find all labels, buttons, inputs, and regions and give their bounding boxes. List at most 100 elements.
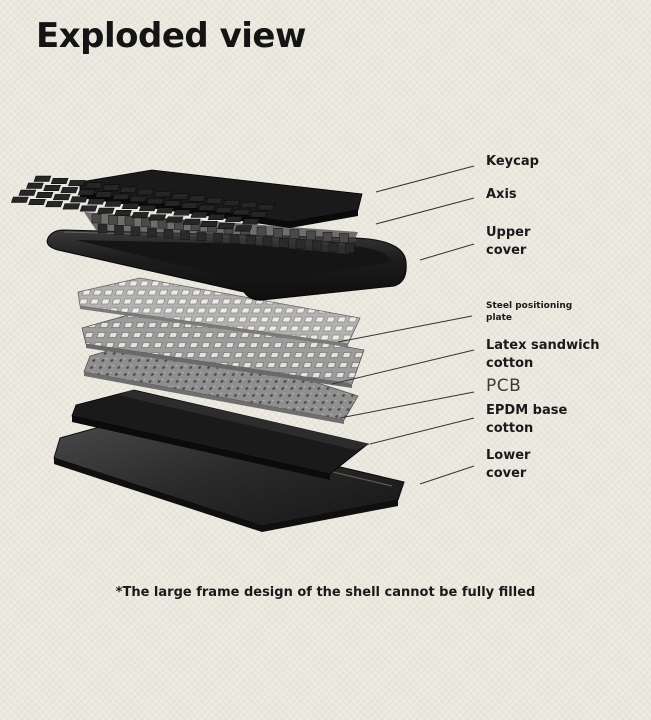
keycap (165, 216, 184, 223)
switch (213, 232, 223, 243)
steel-plate-part (77, 277, 361, 347)
keycap (87, 198, 105, 205)
switch (262, 236, 273, 247)
keycap (198, 204, 216, 211)
switch (130, 226, 141, 236)
keycap (200, 220, 218, 227)
switch (147, 227, 157, 238)
keycap (180, 202, 199, 209)
keycap (50, 177, 69, 184)
keycap (234, 225, 253, 232)
label-steel-plate: Steel positioning plate (486, 301, 573, 323)
keycap (224, 216, 243, 223)
label-upper-cover: Upper cover (486, 225, 531, 258)
keycap (182, 218, 201, 225)
footnote: *The large frame design of the shell can… (115, 585, 536, 600)
label-keycap: Keycap (486, 154, 539, 169)
leader-lines (331, 165, 475, 485)
switch (256, 226, 267, 237)
keycap (257, 204, 275, 211)
keycap (205, 197, 224, 204)
leader-latex (331, 349, 475, 385)
switch (312, 240, 322, 251)
keycap (173, 209, 191, 216)
keycap (35, 191, 54, 198)
switch (91, 213, 102, 224)
switch (229, 234, 240, 244)
keycap (232, 209, 251, 216)
keycap (131, 212, 150, 219)
switch (97, 223, 108, 234)
keycap (112, 193, 130, 200)
label-epdm-cotton: EPDM base cotton (486, 403, 568, 436)
keycap (129, 195, 147, 202)
leader-axis (375, 197, 475, 225)
switch (196, 231, 207, 242)
switch (345, 243, 355, 253)
switch (157, 218, 168, 229)
leader-lower-cover (419, 465, 475, 485)
keycap (60, 187, 79, 194)
keycap (52, 194, 71, 201)
switch (180, 230, 190, 240)
keycap (153, 191, 172, 198)
keycap (242, 218, 260, 225)
keycap (156, 207, 174, 214)
keycap (119, 186, 138, 193)
switch (114, 225, 124, 235)
keycap (171, 193, 189, 200)
epdm-cotton-part (71, 389, 370, 480)
switch (306, 230, 316, 241)
keycap (239, 202, 258, 209)
page-title: Exploded view (36, 16, 306, 56)
keycap (96, 207, 115, 214)
keycap (43, 184, 61, 191)
switch (322, 231, 333, 242)
keycap (33, 175, 52, 182)
keycap (138, 205, 157, 212)
switch (328, 241, 339, 252)
leader-pcb (339, 391, 475, 419)
keycap (146, 198, 165, 205)
switch (279, 238, 289, 248)
switch (295, 239, 306, 249)
keycap (190, 211, 209, 218)
keycap (70, 196, 88, 203)
keycap (45, 201, 64, 208)
keycap (215, 206, 233, 213)
keycap (104, 200, 123, 207)
switches-part (84, 212, 358, 254)
switch (108, 215, 118, 225)
keycap (207, 213, 226, 220)
switch (246, 235, 256, 245)
keycap (163, 200, 182, 207)
keycap (10, 196, 29, 203)
label-latex-cotton: Latex sandwich cotton (486, 338, 600, 371)
keycap (249, 211, 268, 218)
keycap (26, 182, 44, 189)
keycap (148, 214, 167, 221)
keycap (121, 202, 140, 209)
keycap (102, 184, 121, 191)
label-axis: Axis (486, 187, 517, 202)
keycap (136, 188, 155, 195)
leader-epdm (369, 417, 475, 445)
leader-keycap (375, 165, 475, 193)
switch (163, 228, 174, 239)
label-lower-cover: Lower cover (486, 448, 531, 481)
keycap (28, 198, 46, 205)
switch (124, 216, 135, 226)
keycap (188, 195, 207, 202)
switch (339, 233, 349, 243)
leader-steel-plate (337, 315, 473, 343)
keycap (62, 203, 81, 210)
keycap (77, 189, 96, 196)
switch (273, 228, 283, 238)
leader-upper-cover (419, 243, 475, 261)
keycap (67, 180, 86, 187)
switch (289, 229, 300, 239)
keycap (85, 182, 103, 189)
label-pcb: PCB (486, 376, 522, 396)
keycap (79, 205, 98, 212)
